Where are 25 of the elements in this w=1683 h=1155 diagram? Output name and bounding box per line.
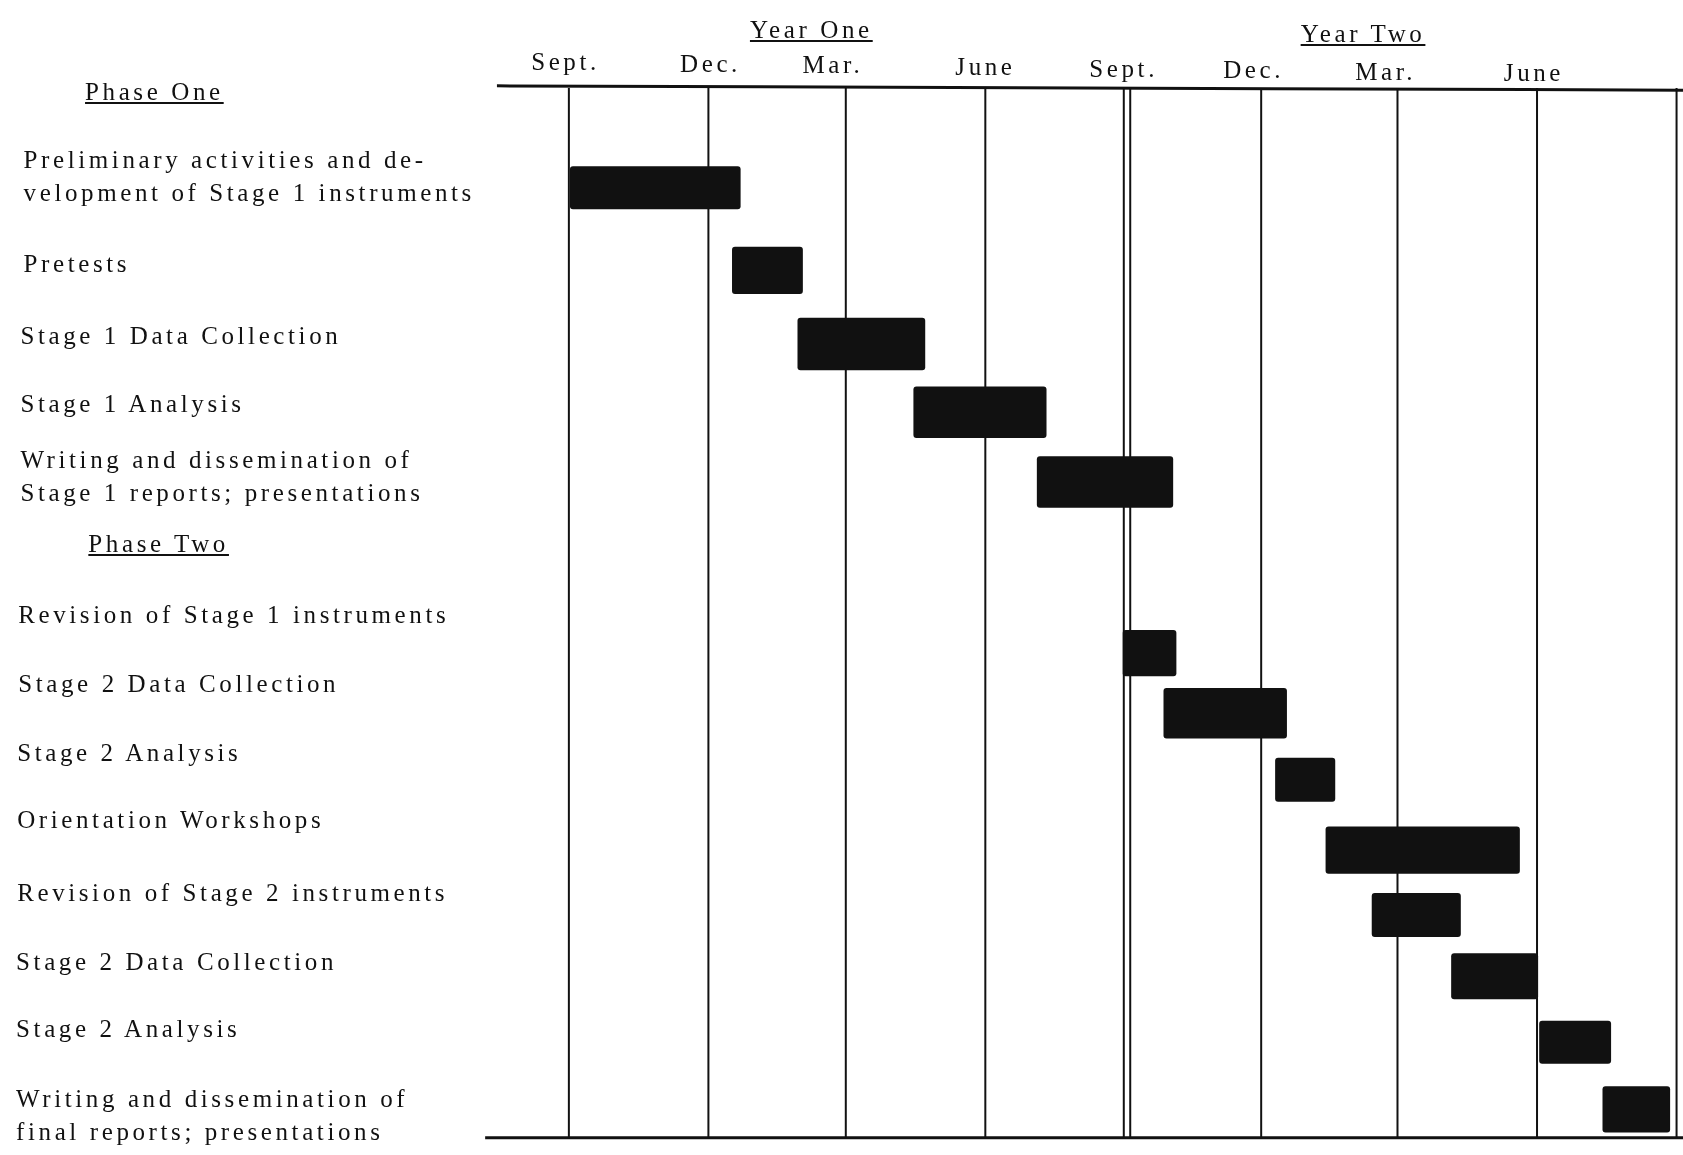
month-label: June xyxy=(955,52,1016,83)
task-label: Stage 1 Data Collection xyxy=(20,320,342,351)
task-label: Stage 2 Data Collection xyxy=(18,668,340,699)
task-label: Preliminary activities and de-velopment of Stage 1 instruments xyxy=(23,144,476,208)
task-label: Stage 2 Analysis xyxy=(16,1014,241,1045)
month-label: Mar. xyxy=(1355,56,1417,87)
task-label: Stage 1 Analysis xyxy=(20,389,245,420)
phase-heading: Phase Two xyxy=(88,529,229,559)
task-label: Revision of Stage 2 instruments xyxy=(17,877,449,908)
month-label: Dec. xyxy=(1223,54,1285,85)
task-label: Writing and dissemination of final reports; presentations xyxy=(16,1083,410,1147)
phase-heading: Phase One xyxy=(85,77,224,108)
task-label: Orientation Workshops xyxy=(17,804,325,835)
month-label: June xyxy=(1503,57,1565,88)
month-label: Mar. xyxy=(802,50,864,81)
year-heading: Year Two xyxy=(1300,19,1426,50)
task-label: Writing and dissemination of Stage 1 reports; presentations xyxy=(20,445,425,509)
month-label: Dec. xyxy=(680,49,741,80)
task-label: Revision of Stage 1 instruments xyxy=(18,599,450,630)
task-label: Pretests xyxy=(23,248,131,279)
year-heading: Year One xyxy=(749,14,873,45)
task-label: Stage 2 Data Collection xyxy=(16,946,338,977)
month-label: Sept. xyxy=(531,47,600,78)
task-label: Stage 2 Analysis xyxy=(17,738,242,769)
month-label: Sept. xyxy=(1089,53,1158,84)
